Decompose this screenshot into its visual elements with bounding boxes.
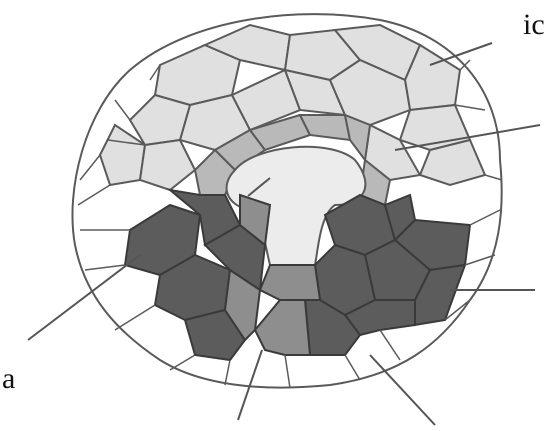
label-a: a — [2, 364, 15, 394]
leader-line-bottom-right — [370, 355, 435, 425]
label-ic: ic — [523, 10, 545, 40]
